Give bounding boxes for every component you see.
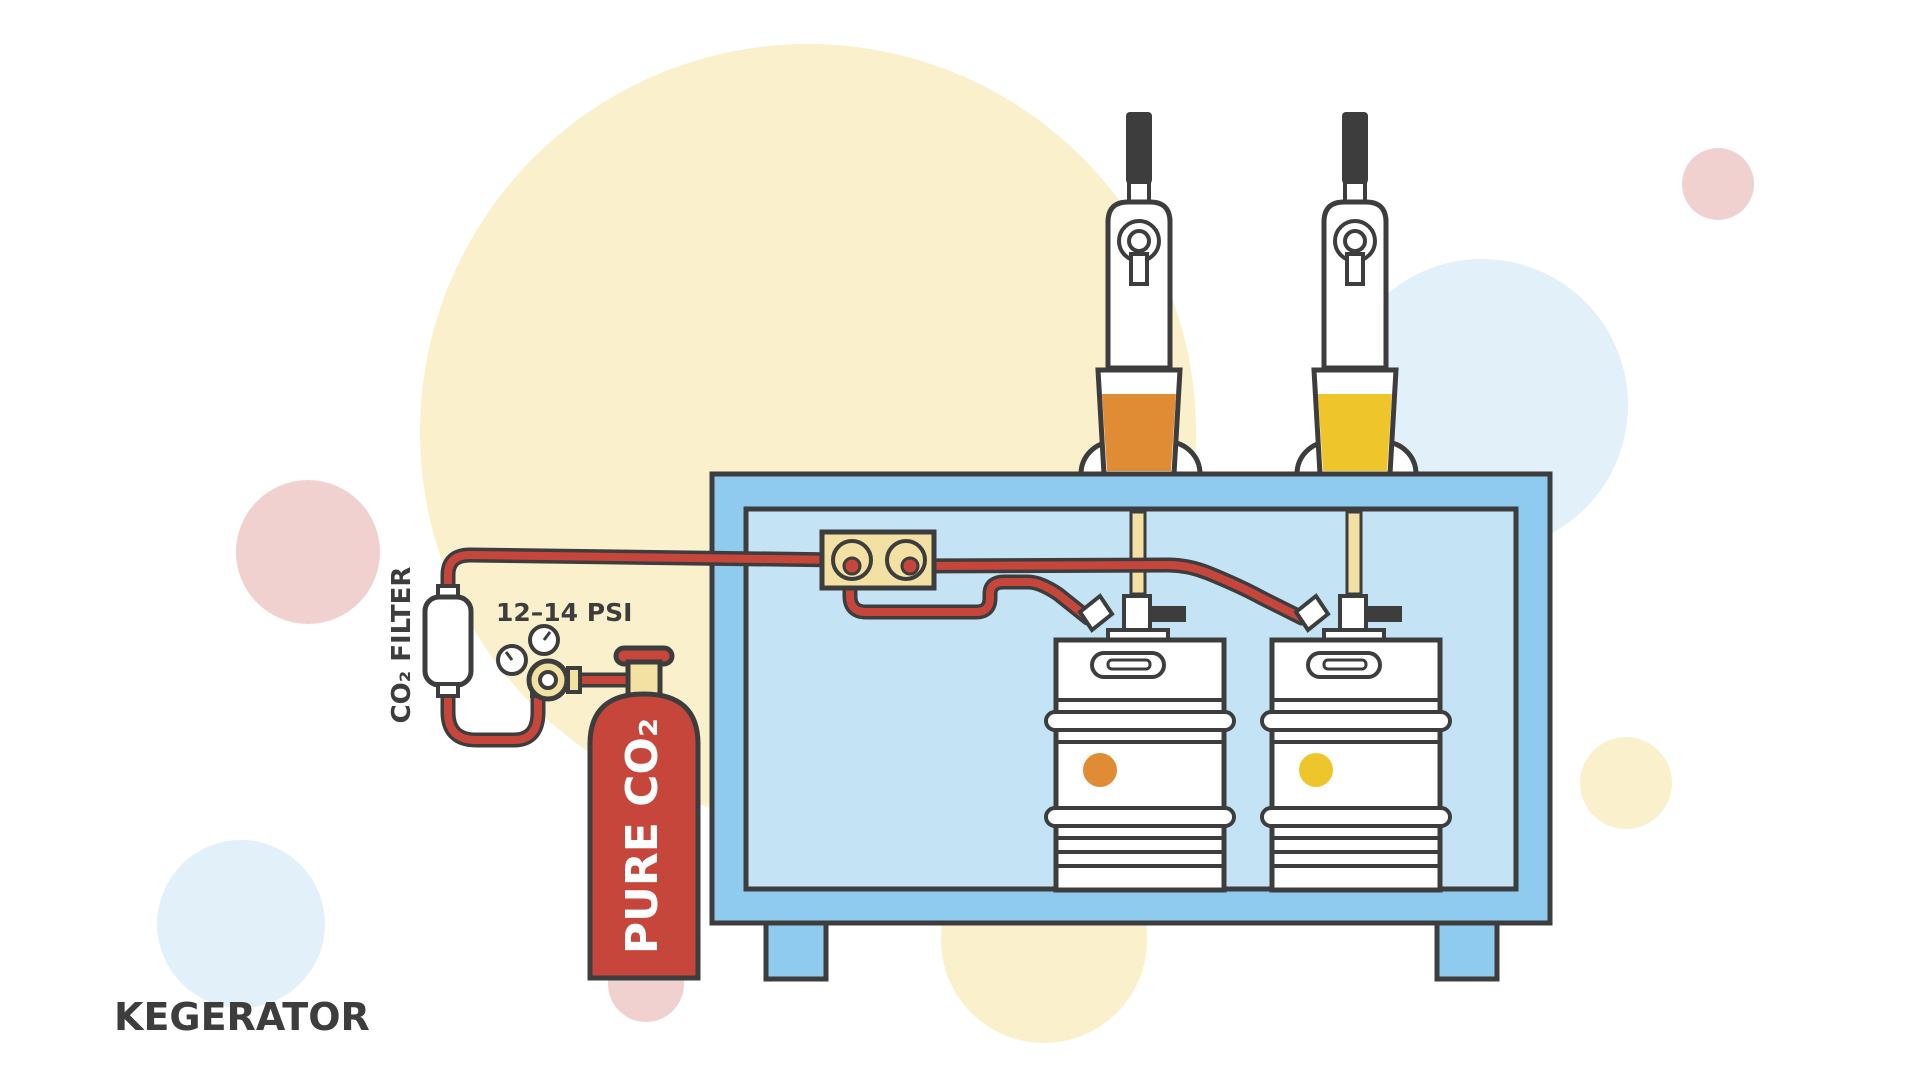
tap-collar-left [1127,180,1151,204]
beer-line-right [1345,510,1363,596]
beer-lines [1129,510,1363,596]
coupler-lever-right [1366,606,1402,622]
coupler-lever-left [1150,606,1186,622]
tap-tower-left [1078,112,1203,477]
beer-amber-fill [1102,394,1176,471]
co2-tank: PURE CO₂ [587,645,701,981]
tap-collar-right [1343,180,1367,204]
keg-right [1260,637,1452,893]
coupler-angle-left [1077,593,1115,633]
fridge-leg-left [763,920,829,982]
keg-rib-bottom-left [1044,806,1236,828]
beer-line-left [1129,510,1147,596]
tank-valve [625,659,663,699]
bg-circle-pink-top-right [1682,148,1754,220]
bg-circle-yellow-right [1580,737,1672,829]
manifold-port-right-center [900,556,920,576]
faucet-spout-right [1345,252,1365,286]
keg-rib-bottom-right [1260,806,1452,828]
keg-rib-top-right [1260,710,1452,732]
coupler-body-left [1122,594,1152,632]
keg-handle-grip-right [1322,658,1368,671]
filter-cap-bottom [436,682,460,698]
tap-tower-right [1294,112,1419,477]
manifold-port-left-center [842,556,862,576]
tank-label: PURE CO₂ [617,718,668,954]
co2-regulator [496,624,582,702]
faucet-dial-inner-left [1127,229,1151,253]
gauge-left-needle [504,651,514,661]
filter-body [422,594,474,688]
beer-lager-fill [1318,394,1392,471]
gas-line-to-keg-left [846,562,1092,622]
filter-label: CO₂ FILTER [387,567,417,724]
faucet-spout-left [1129,252,1149,286]
coupler-angle-right [1293,593,1331,633]
regulator-connector [566,666,582,694]
keg-coupler-right [1293,593,1402,642]
bg-circle-pink-left [236,480,380,624]
gas-manifold [819,529,937,591]
keg-rib-top-left [1044,710,1236,732]
keg-label-dot-lager [1299,753,1333,787]
tap-handle-right [1342,112,1368,184]
keg-left [1044,637,1236,893]
gas-line-filter-to-manifold [444,551,846,594]
gas-lines [440,547,1310,748]
co2-filter [422,584,474,698]
tap-handle-left [1126,112,1152,184]
keg-handle-grip-left [1106,658,1152,671]
keg-coupler-left [1077,593,1186,642]
diagram-title: KEGERATOR [114,995,370,1039]
gas-line-filter-to-regulator [444,678,542,744]
gas-line-to-keg-right [906,561,1306,622]
regulator-knob [538,670,558,690]
pressure-label: 12–14 PSI [496,598,632,627]
tank-body [587,691,701,981]
fridge-leg-right [1434,920,1500,982]
coupler-body-right [1338,594,1368,632]
gauge-right-needle [542,631,552,641]
keg-label-dot-amber [1083,753,1117,787]
fridge-legs [763,920,1500,982]
bg-circle-blue-bottom-left [157,840,325,1008]
faucet-dial-inner-right [1343,229,1367,253]
